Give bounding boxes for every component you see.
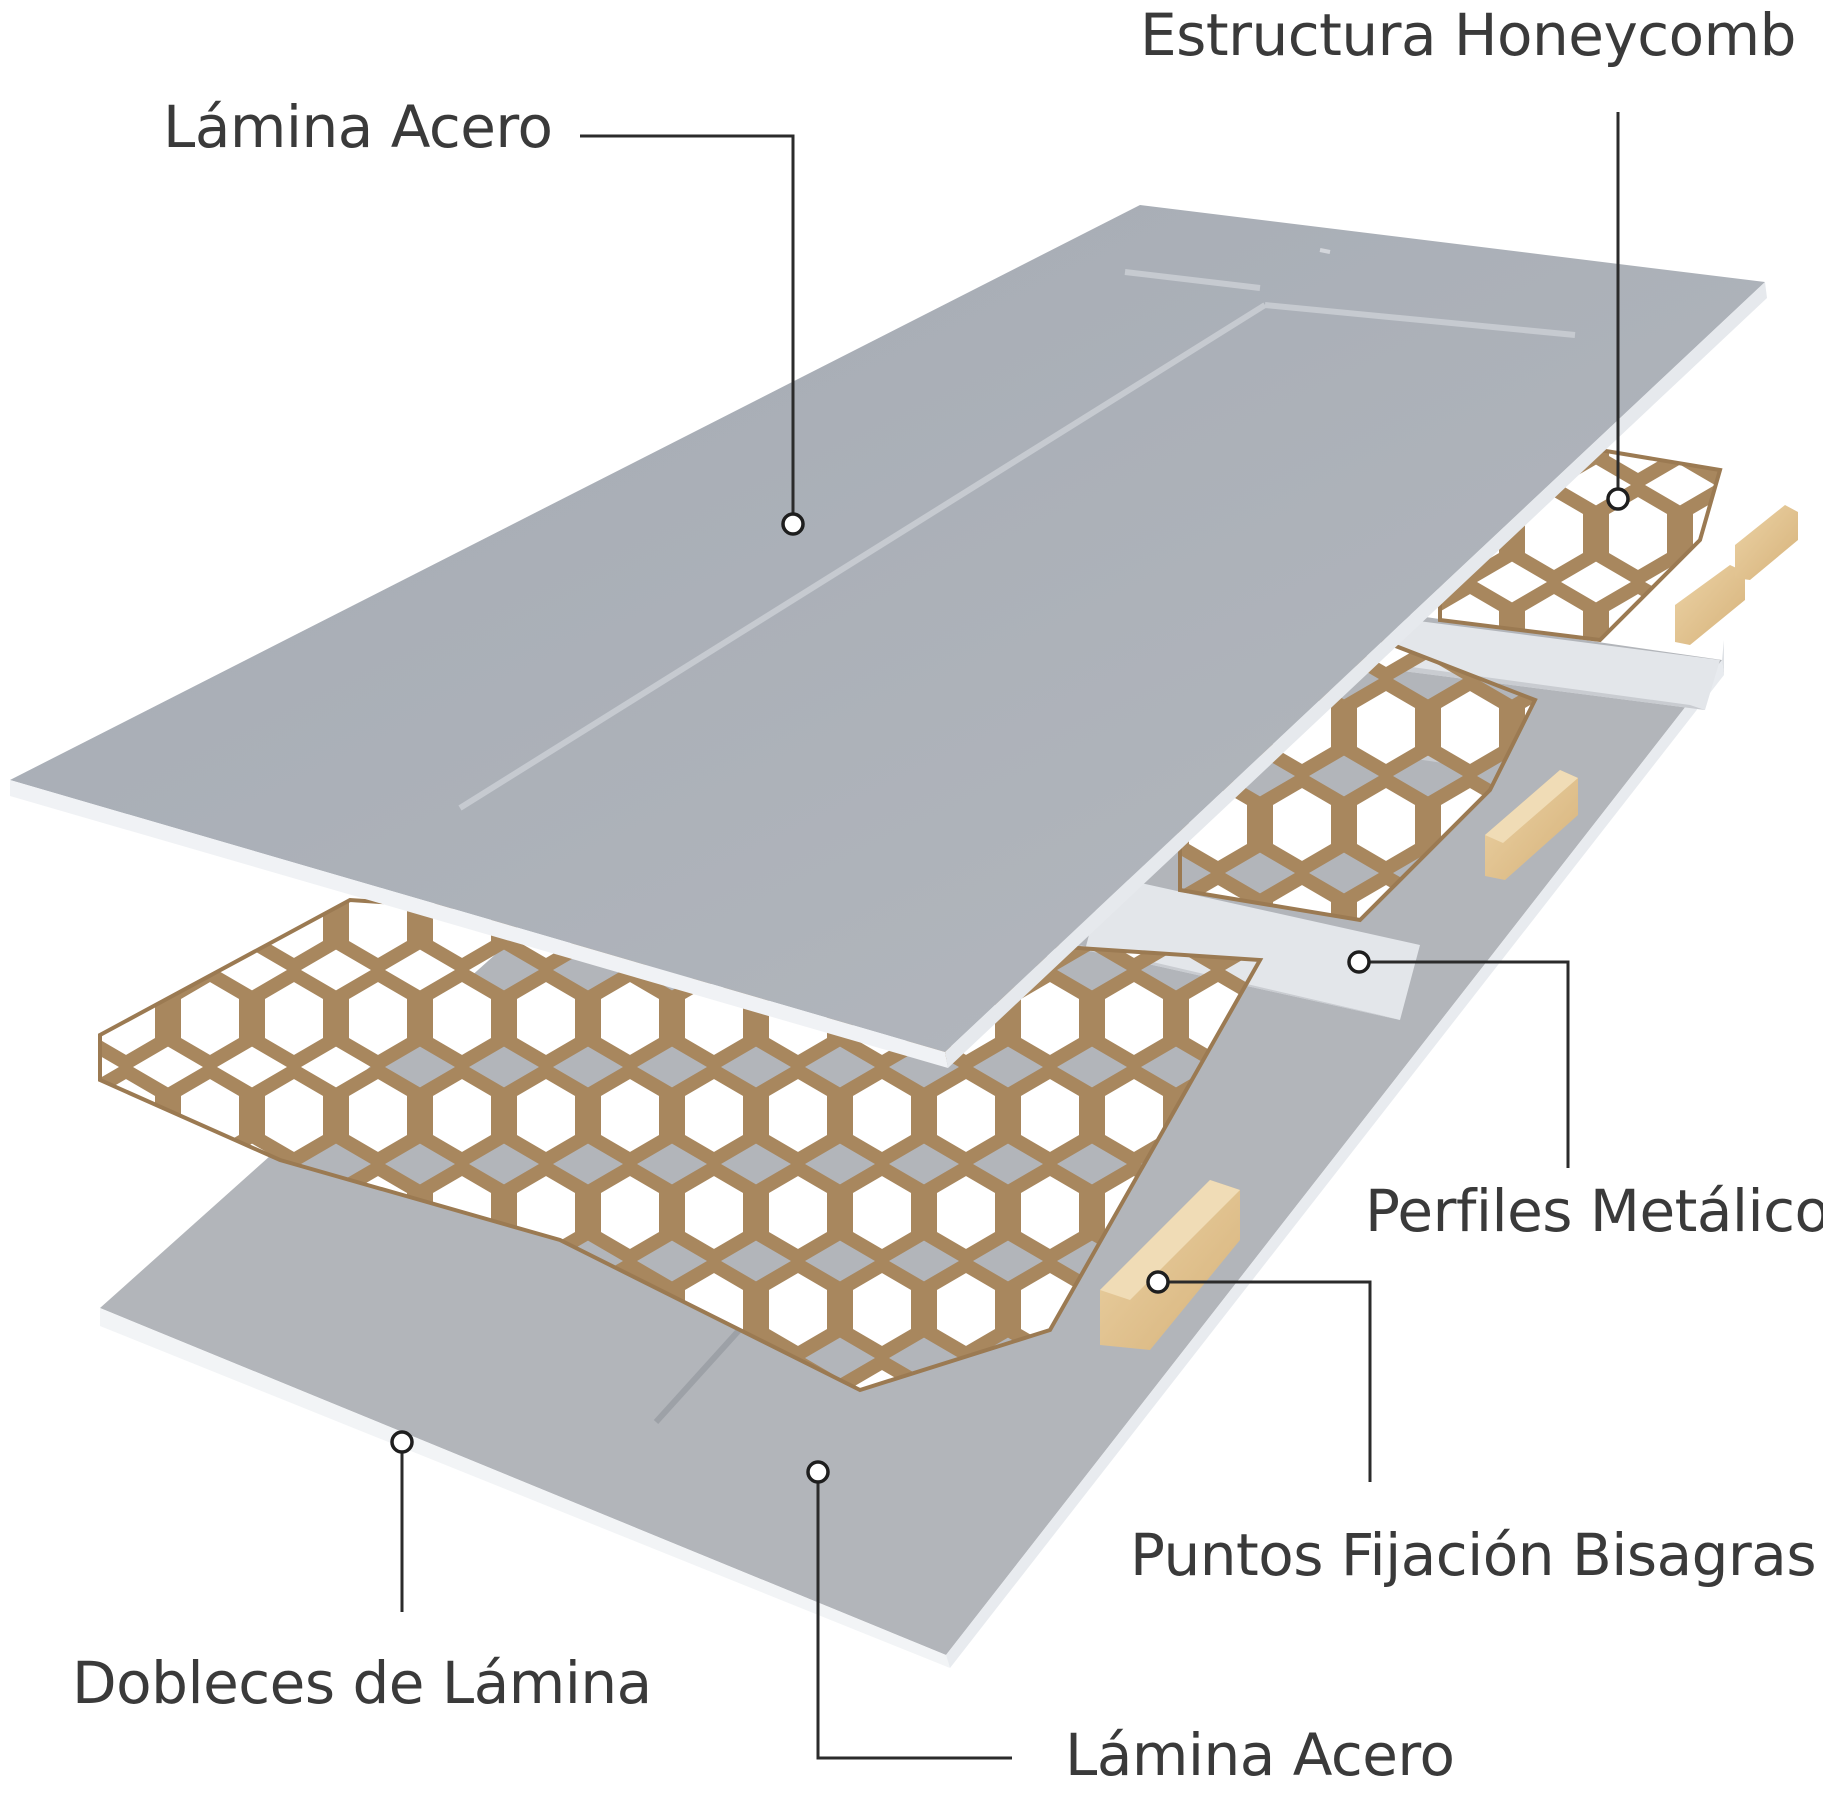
dot-profiles [1347,950,1371,974]
leader-profiles [1361,960,1570,1168]
top-sheet-groove [458,302,1267,811]
wood-block-middle [1485,770,1578,880]
top-steel-sheet [10,205,1767,1068]
leader-top-steel [580,134,795,522]
wood-block-upper-1 [1675,565,1745,645]
wood-block-upper-2 [1735,505,1798,580]
wood-block-lower [1100,1180,1240,1350]
dot-folds [390,1430,414,1454]
label-bottom-steel-sheet: Lámina Acero [1065,1721,1455,1789]
dot-top-steel [781,512,805,536]
leader-hinge [1160,1280,1372,1482]
leader-lines [400,112,1620,1760]
label-metal-profiles: Perfiles Metálicos [1365,1177,1823,1245]
dot-hinge [1146,1270,1170,1294]
label-honeycomb-structure: Estructura Honeycomb [1140,1,1796,69]
label-hinge-fixing-points: Puntos Fijación Bisagras [1130,1521,1817,1589]
dot-honeycomb [1606,487,1630,511]
label-top-steel-sheet: Lámina Acero [163,93,553,161]
dot-bottom-steel [806,1460,830,1484]
label-sheet-folds: Dobleces de Lámina [72,1649,652,1717]
callout-dots [390,487,1630,1484]
leader-bottom-steel [816,1472,1012,1760]
